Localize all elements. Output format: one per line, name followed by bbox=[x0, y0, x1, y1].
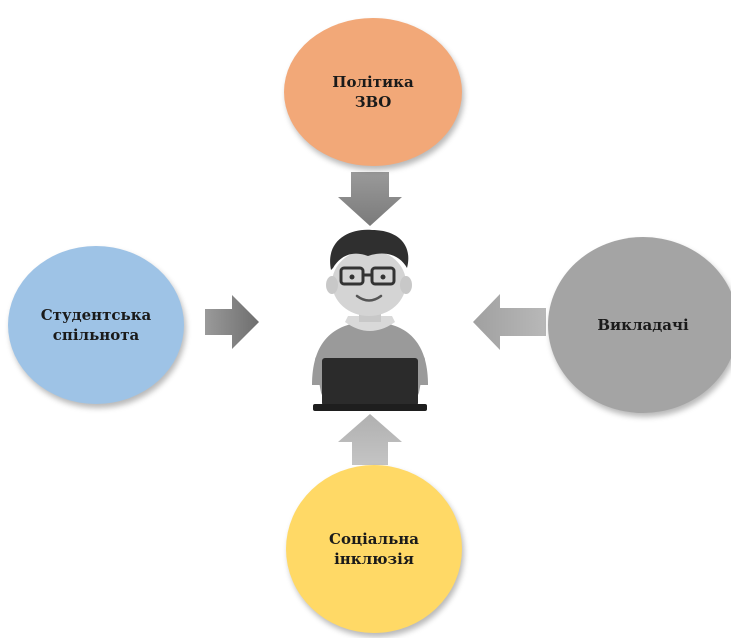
node-student-community: Студентська спільнота bbox=[8, 246, 184, 404]
arrow-right-from-left bbox=[205, 295, 259, 349]
arrow-up-from-bottom bbox=[338, 414, 402, 465]
person-at-laptop-icon bbox=[312, 229, 428, 411]
node-student-community-label: Студентська спільнота bbox=[40, 306, 152, 344]
node-university-policy: Політика ЗВО bbox=[284, 18, 462, 166]
node-teachers: Викладачі bbox=[548, 237, 731, 413]
arrow-down-from-top bbox=[338, 172, 402, 226]
node-university-policy-label: Політика ЗВО bbox=[332, 73, 414, 111]
node-teachers-label: Викладачі bbox=[597, 316, 689, 334]
node-social-inclusion-label: Соціальна інклюзія bbox=[329, 530, 419, 568]
arrow-left-from-right bbox=[473, 294, 546, 350]
node-social-inclusion: Соціальна інклюзія bbox=[286, 465, 462, 633]
